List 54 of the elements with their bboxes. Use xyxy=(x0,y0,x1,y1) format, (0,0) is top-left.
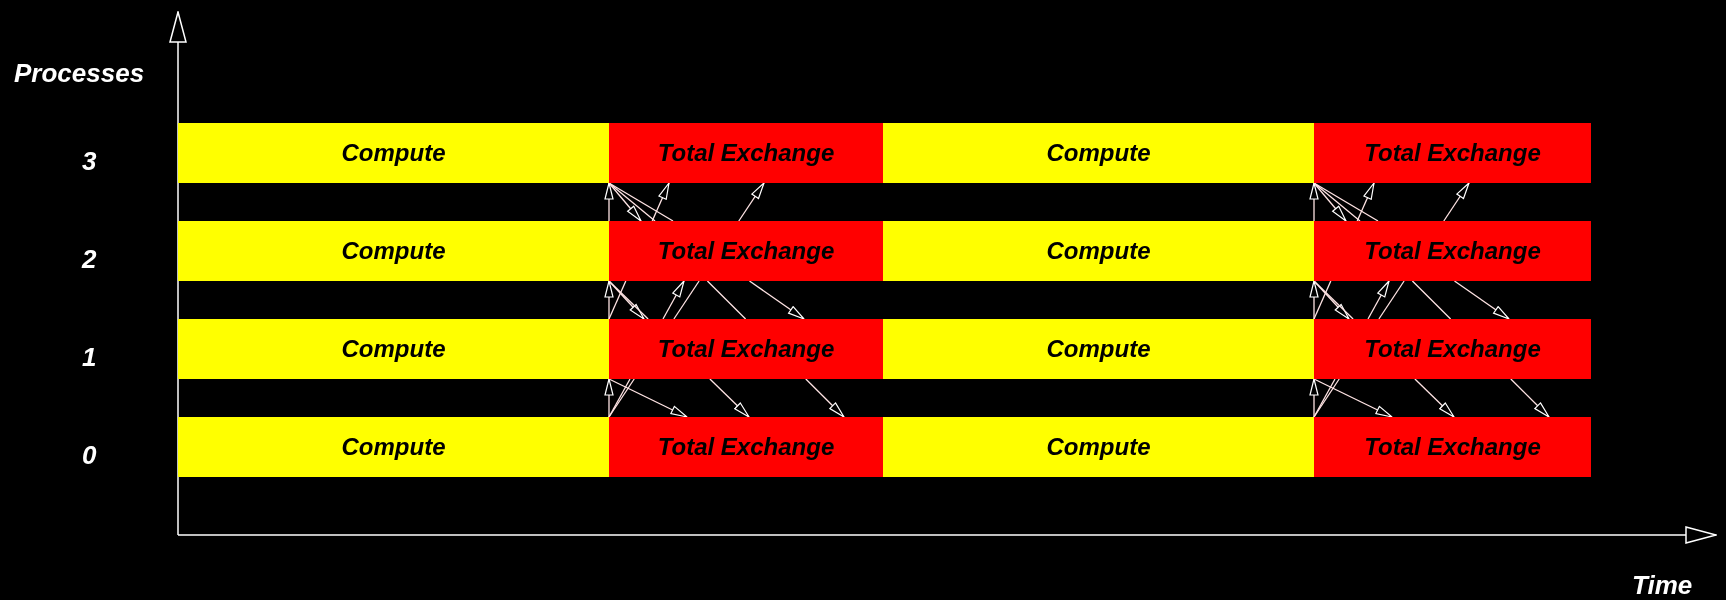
compute-bar: Compute xyxy=(883,319,1314,379)
axis-label: Processes xyxy=(14,58,145,89)
message-arrow xyxy=(709,378,750,418)
message-arrow xyxy=(1443,182,1470,222)
message-line xyxy=(1378,280,1405,320)
message-arrow xyxy=(738,182,765,222)
message-arrow xyxy=(604,280,614,320)
exchange-bar: Total Exchange xyxy=(609,417,883,477)
exchange-bar: Total Exchange xyxy=(1314,221,1591,281)
message-line xyxy=(1313,182,1379,222)
exchange-bar: Total Exchange xyxy=(1314,123,1591,183)
compute-bar: Compute xyxy=(178,319,609,379)
process-number: 1 xyxy=(82,342,97,373)
exchange-bar: Total Exchange xyxy=(1314,417,1591,477)
axis-label: Time xyxy=(1632,570,1693,600)
message-arrow xyxy=(1414,378,1455,418)
process-number: 2 xyxy=(82,244,97,275)
message-arrow xyxy=(1313,378,1393,418)
process-number: 0 xyxy=(82,440,97,471)
message-arrow xyxy=(1309,182,1319,222)
message-arrow xyxy=(1309,280,1319,320)
message-arrow xyxy=(604,182,614,222)
message-arrow xyxy=(805,378,845,418)
compute-bar: Compute xyxy=(178,417,609,477)
message-arrow xyxy=(1453,280,1510,320)
exchange-bar: Total Exchange xyxy=(1314,319,1591,379)
message-arrow xyxy=(1313,182,1347,222)
compute-bar: Compute xyxy=(883,123,1314,183)
message-line xyxy=(1313,280,1332,320)
compute-bar: Compute xyxy=(178,123,609,183)
compute-bar: Compute xyxy=(178,221,609,281)
exchange-bar: Total Exchange xyxy=(609,221,883,281)
message-arrow xyxy=(1367,280,1390,320)
compute-bar: Compute xyxy=(883,221,1314,281)
message-arrow xyxy=(1309,378,1319,418)
message-line xyxy=(673,280,700,320)
message-arrow xyxy=(604,378,614,418)
exchange-bar: Total Exchange xyxy=(609,123,883,183)
message-arrow xyxy=(662,280,685,320)
message-arrow xyxy=(608,182,642,222)
exchange-bar: Total Exchange xyxy=(609,319,883,379)
message-arrow xyxy=(1510,378,1550,418)
message-line xyxy=(608,182,674,222)
message-line xyxy=(608,182,656,222)
message-arrow xyxy=(748,280,805,320)
message-line xyxy=(706,280,747,320)
message-arrow xyxy=(1356,182,1375,222)
message-line xyxy=(1313,182,1361,222)
compute-bar: Compute xyxy=(883,417,1314,477)
message-line xyxy=(1411,280,1452,320)
message-arrow xyxy=(608,378,688,418)
process-number: 3 xyxy=(82,146,97,177)
message-arrow xyxy=(651,182,670,222)
message-line xyxy=(608,280,627,320)
